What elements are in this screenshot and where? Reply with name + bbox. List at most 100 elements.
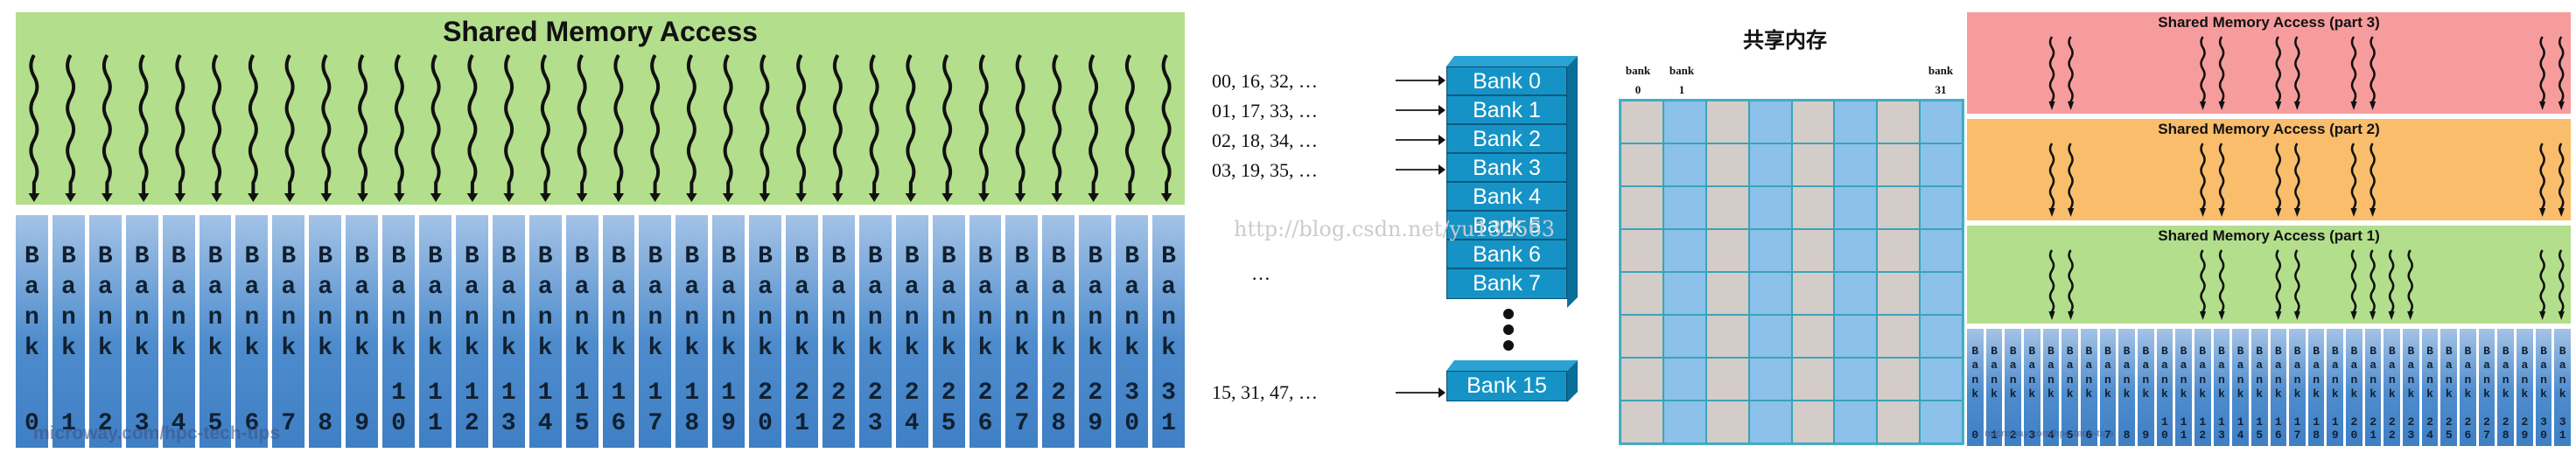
grid-cell	[1620, 401, 1663, 443]
bank-letter: B	[134, 243, 150, 270]
bank-letter: k	[611, 335, 626, 362]
arrowhead	[2199, 311, 2207, 320]
bank-cell: Bank 7	[1473, 271, 1541, 296]
bank-letter: n	[1124, 304, 1140, 331]
arrowhead	[2369, 311, 2376, 320]
grid-cell	[1662, 315, 1706, 358]
bank-letter: n	[830, 304, 846, 331]
grid-cell	[1705, 186, 1749, 229]
bank-letter: n	[2464, 373, 2472, 387]
bank-letter: a	[977, 274, 993, 301]
thread-arrows	[2048, 249, 2565, 320]
thread-arrow	[1124, 54, 1135, 199]
thread-arrow	[1015, 54, 1026, 199]
bank-letter: n	[2066, 373, 2074, 387]
bank-letter: B	[1124, 243, 1140, 270]
bank-letter: k	[1051, 335, 1067, 362]
bank-letter: B	[2160, 345, 2168, 358]
bank-digit: 0	[1124, 410, 1140, 437]
grid-cell	[1920, 272, 1963, 315]
bank-letter: k	[2313, 387, 2320, 401]
diagram-title: Shared Memory Access	[443, 16, 758, 47]
bank-digit: 1	[428, 380, 443, 407]
grid-cell	[1834, 101, 1878, 143]
bank-digit: 1	[2331, 415, 2339, 429]
bank-digit: 7	[2104, 429, 2111, 443]
bank-letter: a	[2142, 359, 2150, 373]
arrowhead	[2275, 101, 2282, 110]
bank-letter: B	[537, 243, 553, 270]
bank-letter: k	[207, 335, 223, 362]
grid-cell	[1791, 186, 1835, 229]
arrowhead	[2067, 208, 2075, 217]
bank-letter: k	[2502, 387, 2510, 401]
arrowhead	[28, 193, 40, 202]
bank-digit: 2	[464, 410, 480, 437]
bank-digit: 3	[1124, 380, 1140, 407]
thread-arrow	[723, 54, 733, 199]
bank-letter: n	[1051, 304, 1067, 331]
grid-cell	[1705, 272, 1749, 315]
access-part-1: Shared Memory Access (part 1)	[1967, 226, 2571, 324]
arrowhead	[2369, 208, 2376, 217]
bank-letter: B	[941, 243, 956, 270]
grid-cell	[1748, 186, 1792, 229]
bank-digit: 5	[2256, 429, 2264, 443]
bank-letter: n	[2085, 373, 2093, 387]
arrowhead	[65, 193, 76, 202]
address-row: 02, 18, 34, …	[1212, 129, 1318, 151]
bank-letter: k	[2388, 387, 2396, 401]
bank-number: 3	[2028, 429, 2035, 443]
bank-letter: k	[2350, 387, 2358, 401]
bank-letter: B	[391, 243, 406, 270]
bank-letter: a	[2085, 359, 2093, 373]
bank-digit: 6	[2274, 429, 2282, 443]
bank-letter: B	[1971, 345, 1979, 358]
thread-arrow	[796, 54, 807, 199]
bank-digit: 8	[2502, 429, 2510, 443]
grid-cell	[1877, 143, 1921, 186]
bank-digit: 2	[1051, 380, 1067, 407]
access-header: Shared Memory Access	[16, 12, 1185, 205]
bank-digit: 2	[794, 380, 809, 407]
bank-letter: k	[648, 335, 663, 362]
thread-arrow	[2068, 36, 2074, 107]
thread-arrow	[2200, 249, 2206, 317]
bank-letter: B	[24, 243, 39, 270]
grid-cell	[1920, 186, 1963, 229]
bank-digit: 6	[2085, 429, 2093, 443]
bank-digit: 0	[1971, 429, 1979, 443]
bank-letter: a	[2274, 359, 2282, 373]
arrowhead	[2558, 311, 2565, 320]
bank-letter: n	[941, 304, 956, 331]
grid-cell	[1748, 401, 1792, 443]
grid-cell	[1620, 186, 1663, 229]
bank-digit: 8	[2123, 429, 2131, 443]
thread-arrow	[1088, 54, 1099, 199]
thread-arrow	[2558, 36, 2565, 107]
bank-letter: k	[464, 335, 480, 362]
arrowhead	[174, 193, 186, 202]
bank-cell: Bank 15	[1466, 373, 1547, 398]
arrowhead	[2369, 101, 2376, 110]
grid-cell	[1620, 315, 1663, 358]
arrowhead	[2275, 208, 2282, 217]
bank-letter: a	[867, 274, 883, 301]
thread-arrow	[321, 54, 332, 199]
arrowhead	[1014, 193, 1026, 202]
bank-digit: 7	[2293, 429, 2301, 443]
bank-letter: a	[1991, 359, 1998, 373]
bank-letter: k	[2123, 387, 2131, 401]
thread-arrow	[613, 54, 624, 199]
grid-cell	[1920, 143, 1963, 186]
thread-arrow	[2370, 143, 2376, 213]
bank-label-number: 1	[1678, 83, 1685, 96]
grid-cell	[1705, 358, 1749, 401]
